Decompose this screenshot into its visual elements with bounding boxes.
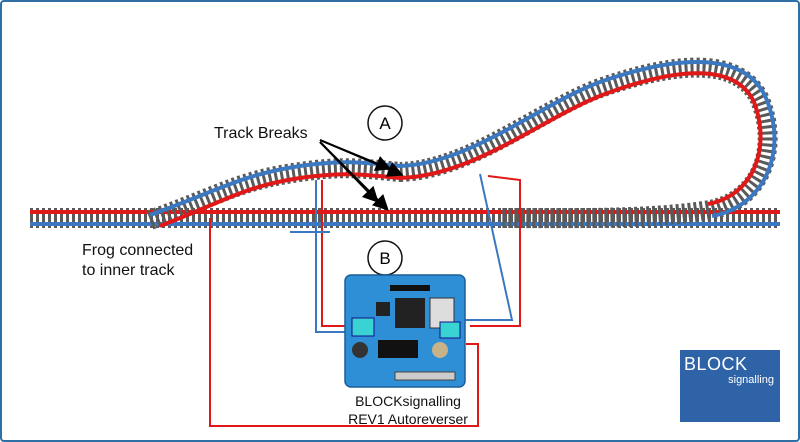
module-caption-line1: BLOCKsignalling	[355, 393, 461, 409]
module-caption: BLOCKsignalling REV1 Autoreverser	[318, 392, 498, 428]
logo-subtitle: signalling	[728, 374, 774, 386]
frog-label-line1: Frog connected	[82, 242, 194, 259]
track-break-arrows	[319, 139, 404, 211]
marker-b-label: B	[379, 249, 390, 268]
module-caption-line2: REV1 Autoreverser	[348, 411, 468, 427]
track-breaks-label: Track Breaks	[214, 125, 308, 142]
marker-a-label: A	[379, 114, 391, 133]
blocksignalling-logo: BLOCK signalling	[680, 350, 780, 422]
frog-label-line2: to inner track	[82, 262, 175, 279]
autoreverser-board	[344, 274, 466, 388]
wiring	[209, 173, 521, 427]
logo-title: BLOCK	[684, 354, 748, 374]
marker-a: A	[367, 105, 403, 141]
loop-track	[146, 57, 778, 230]
marker-b: B	[367, 240, 403, 276]
